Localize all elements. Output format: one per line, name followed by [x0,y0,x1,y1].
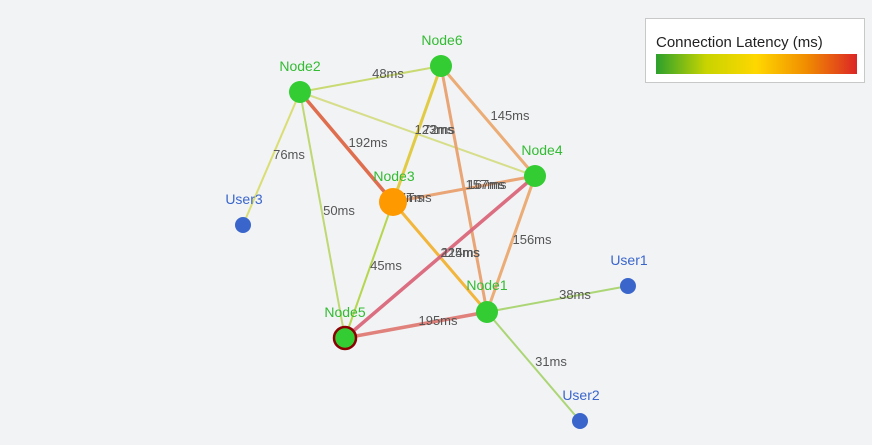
edge-node4-node1[interactable] [485,175,537,313]
nodes-layer [235,55,636,429]
node-label-node1: Node1 [466,277,507,293]
edge-node4-node5[interactable] [343,174,537,340]
edge-latency-label: 114ms [442,245,481,260]
node-label-node4: Node4 [521,142,562,158]
edge-node2-user3[interactable] [242,91,301,226]
latency-legend: Connection Latency (ms) [645,18,865,83]
edge-node3-node5[interactable] [344,201,394,339]
edge-latency-label-overlap: Tms [406,190,432,205]
node-label-user1: User1 [610,252,648,268]
edge-latency-label: 145ms [490,108,530,123]
edge-latency-label: 76ms [273,147,305,162]
legend-gradient-rect [656,54,857,74]
node-node2[interactable] [289,81,311,103]
node-user1[interactable] [620,278,636,294]
edge-node2-node3[interactable] [298,90,395,204]
edge-node1-user1[interactable] [486,285,629,313]
edge-node6-node3[interactable] [391,65,443,203]
edge-node3-node4[interactable] [392,174,536,204]
edge-latency-label: 45ms [370,258,402,273]
node-node6[interactable] [430,55,452,77]
legend-gradient-bar [656,54,857,74]
node-node4[interactable] [524,165,546,187]
edge-node1-user2[interactable] [486,311,581,422]
edge-node2-node5[interactable] [299,91,346,339]
node-label-user2: User2 [562,387,600,403]
edge-latency-label: 167ms [467,177,507,192]
node-label-node5: Node5 [324,304,365,320]
edge-latency-label: 72ms [423,122,455,137]
node-label-user3: User3 [225,191,263,207]
legend-title: Connection Latency (ms) [656,34,823,51]
edge-node5-node1[interactable] [344,310,488,340]
node-node5[interactable] [332,325,358,351]
edge-latency-label: 157ms [465,177,505,192]
edge-latency-label: 38ms [559,287,591,302]
node-user2[interactable] [572,413,588,429]
edge-latency-label: 48ms [372,66,404,81]
node-label-node6: Node6 [421,32,462,48]
edge-node2-node6[interactable] [299,65,442,93]
edge-node6-node4[interactable] [439,65,537,177]
edge-latency-label: 192ms [348,135,388,150]
node-node1[interactable] [476,301,498,323]
edge-latency-label: 195ms [418,313,458,328]
edge-latency-label: 156ms [512,232,552,247]
edge-latency-label: 50ms [323,203,355,218]
edge-latency-label: 123ms [414,122,454,137]
edge-latency-label: 31ms [535,354,567,369]
node-label-node2: Node2 [279,58,320,74]
node-user3[interactable] [235,217,251,233]
edge-latency-label: 225ms [440,245,480,260]
edges-layer [242,65,629,422]
node-node3[interactable] [379,188,407,216]
edge-labels-layer: 48ms 192ms 72ms 50ms 76ms 123ms 145ms 157ms167m… [273,66,591,369]
node-label-node3: Node3 [373,168,414,184]
